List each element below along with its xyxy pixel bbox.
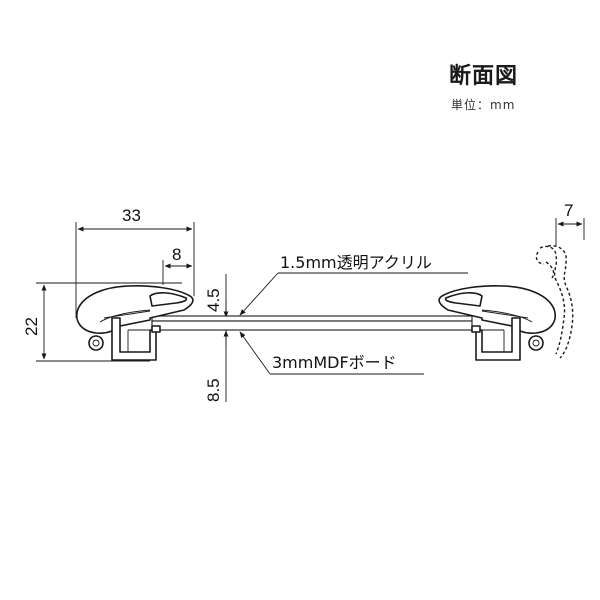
dimension-width-total-label: 33	[122, 206, 141, 225]
page-title: 断面図	[449, 64, 519, 89]
dimension-height-total: 22	[22, 282, 182, 362]
dimension-width-total: 33	[75, 206, 195, 318]
dimension-width-lip-label: 8	[172, 245, 181, 264]
panel-layers	[151, 315, 473, 331]
dimension-board-gap-label: 8.5	[204, 378, 223, 402]
frame-profile-right	[438, 285, 556, 361]
dimension-open-gap-label: 7	[564, 201, 573, 220]
callout-acrylic-label: 1.5mm透明アクリル	[280, 253, 432, 272]
dimension-height-total-label: 22	[22, 317, 41, 336]
acrylic-sheet	[151, 315, 473, 322]
callout-acrylic: 1.5mm透明アクリル	[239, 253, 468, 316]
unit-note: 単位：mm	[451, 98, 516, 112]
cover-open-position	[535, 245, 574, 359]
callout-board: 3mmMDFボード	[239, 331, 424, 375]
frame-profile-left	[76, 285, 194, 361]
dimension-width-lip: 8	[162, 245, 193, 285]
mdf-board	[151, 320, 473, 331]
callout-board-label: 3mmMDFボード	[272, 353, 397, 372]
dimension-open-gap: 7	[555, 201, 585, 246]
dimension-acrylic-gap-label: 4.5	[204, 288, 223, 312]
